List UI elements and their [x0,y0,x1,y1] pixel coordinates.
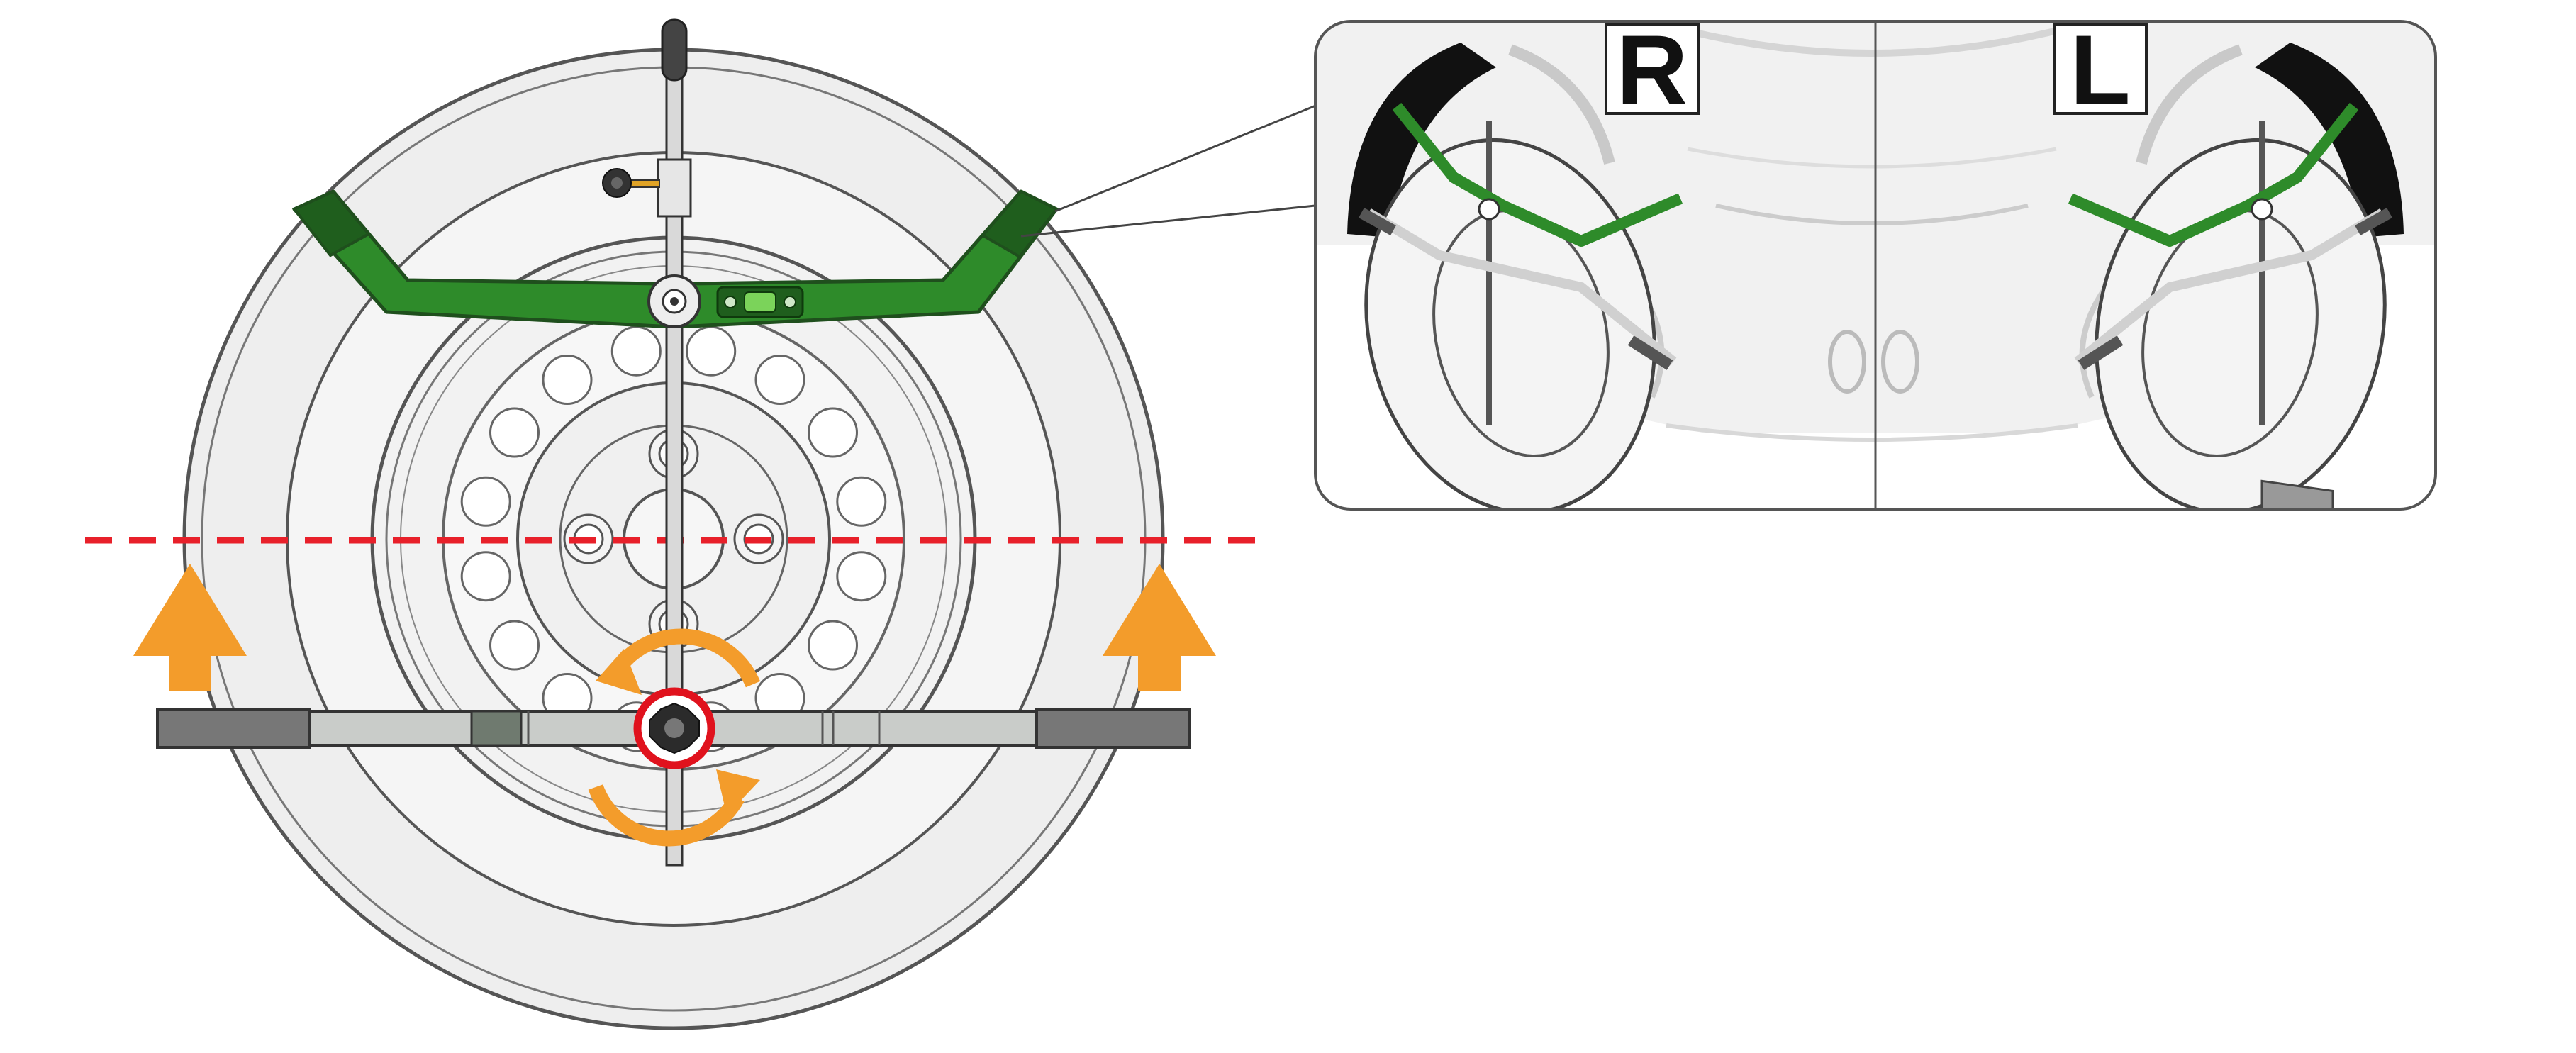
side-label-right-text: R [1616,14,1688,126]
callout-lines [1020,104,1318,238]
rim-hole [808,407,858,458]
vertical-rod [661,18,688,867]
level-bubble-icon [716,286,804,318]
up-arrow-icon [1103,564,1216,691]
rim-hole [489,407,540,458]
rim-hole [460,551,511,602]
rim-hole [542,355,593,405]
rim-hole [460,476,511,527]
left-wheel-view [2068,43,2404,509]
bar-right-grip [1035,708,1191,749]
right-wheel-view [1347,43,1683,509]
fog-lamp-right [1881,330,1919,394]
rim-hole [489,620,540,671]
vehicle-inset: R L [1314,14,2437,511]
rim-hole [808,620,858,671]
locking-knob[interactable] [633,687,715,769]
rotate-arrows-icon [588,628,761,847]
rim-hole [610,325,662,377]
height-slider[interactable] [602,158,692,218]
pivot-hub [647,274,701,328]
adjustment-knob-icon[interactable] [602,168,632,198]
rim-hole [836,551,887,602]
rod-handle [661,18,688,82]
up-arrow-icon [133,564,247,691]
clamp-left-tip [291,189,372,257]
bar-left-grip [156,708,311,749]
wheel-clamp-arm [291,189,1059,328]
side-label-left-text: L [2070,14,2131,126]
side-label-right: R [1605,14,1700,126]
inset-border [1314,20,2437,511]
rim-hole [754,355,805,405]
clamp-right-tip [980,189,1059,259]
rim-hole [686,325,737,377]
rim-hole [836,476,887,527]
fog-lamp-left [1828,330,1866,394]
side-label-left: L [2053,14,2148,126]
